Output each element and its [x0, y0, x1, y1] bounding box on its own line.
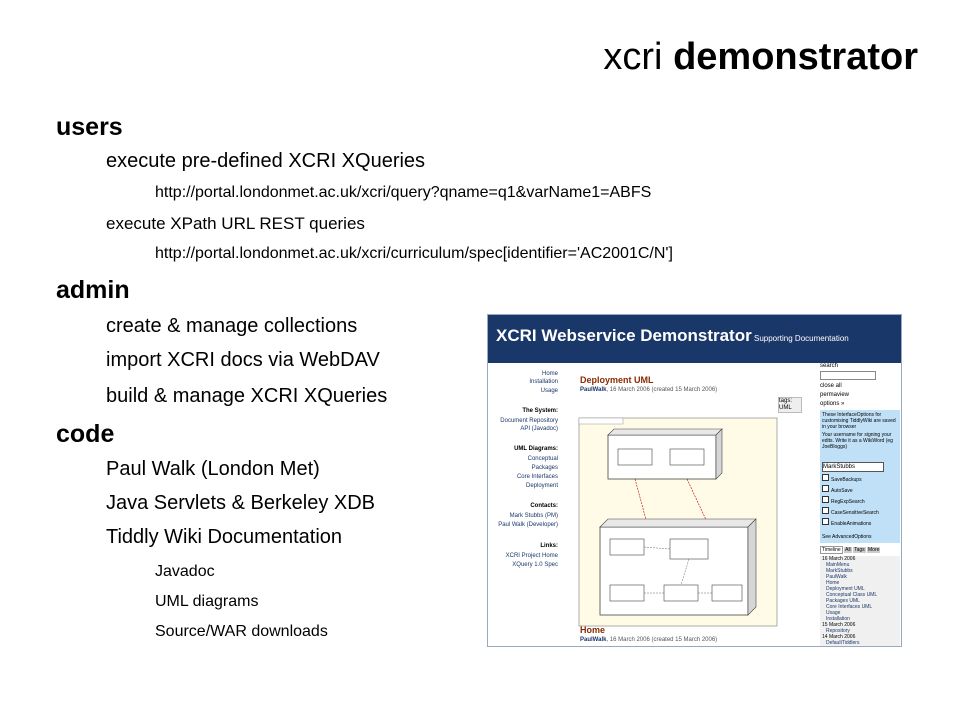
option-label: EnableAnimations: [831, 521, 872, 527]
users-xqueries-url: http://portal.londonmet.ac.uk/xcri/query…: [155, 184, 652, 201]
timeline-item[interactable]: Deployment UML: [826, 586, 865, 592]
option-row[interactable]: SaveBackups: [822, 474, 879, 485]
code-subitem-javadoc: Javadoc: [155, 563, 215, 580]
heading-code: code: [56, 420, 115, 448]
timeline-list: 16 March 2006 MainMenu MarkStubbs PaulWa…: [820, 556, 900, 646]
sidebar-tabs: Timeline All Tags More: [820, 546, 881, 554]
banner-subtitle: Supporting Documentation: [754, 334, 849, 343]
menu-link[interactable]: Deployment: [525, 483, 558, 489]
menu-link[interactable]: Installation: [529, 379, 558, 385]
admin-item: import XCRI docs via WebDAV: [106, 349, 380, 371]
admin-item: build & manage XCRI XQueries: [106, 385, 388, 407]
close-all-link[interactable]: close all: [820, 383, 842, 389]
menu-link[interactable]: Paul Walk (Developer): [498, 522, 558, 528]
tab-all[interactable]: All: [844, 547, 852, 553]
users-rest-url: http://portal.londonmet.ac.uk/xcri/curri…: [155, 245, 673, 262]
timeline-item[interactable]: DefaultTiddlers: [826, 640, 860, 646]
heading-admin: admin: [56, 276, 130, 304]
timeline-date: 14 March 2006: [822, 634, 856, 640]
permaview-link[interactable]: permaview: [820, 392, 850, 398]
option-row[interactable]: CaseSensitiveSearch: [822, 507, 879, 518]
tiddler-author[interactable]: PaulWalk: [580, 387, 607, 393]
timeline-item[interactable]: Home: [826, 580, 840, 586]
timeline-item[interactable]: Usage: [826, 610, 841, 616]
tiddler-tags: tags: UML: [778, 397, 802, 413]
code-subitem-uml: UML diagrams: [155, 593, 259, 610]
admin-item: create & manage collections: [106, 315, 358, 337]
timeline-date: 15 March 2006: [822, 622, 856, 628]
screenshot-banner: XCRI Webservice Demonstrator Supporting …: [488, 315, 901, 363]
menu-heading: The System:: [522, 408, 558, 414]
menu-link[interactable]: Core Interfaces: [516, 474, 558, 480]
deployment-uml-diagram: [578, 417, 778, 627]
menu-link[interactable]: Home: [541, 371, 558, 377]
menu-link[interactable]: Packages: [531, 465, 558, 471]
options-link[interactable]: options »: [820, 401, 845, 407]
tiddler-title: Deployment UML: [580, 375, 654, 385]
users-item-rest: execute XPath URL REST queries: [106, 214, 365, 233]
menu-heading: UML Diagrams:: [514, 446, 558, 452]
banner-title: XCRI Webservice Demonstrator: [496, 326, 752, 345]
code-subitem-source: Source/WAR downloads: [155, 623, 328, 640]
timeline-date: 16 March 2006: [822, 556, 856, 562]
slide-title: xcri demonstrator: [603, 36, 918, 79]
username-input[interactable]: MarkStubbs: [822, 462, 884, 472]
title-bold: demonstrator: [673, 36, 918, 78]
heading-users: users: [56, 113, 123, 141]
users-item-xqueries: execute pre-defined XCRI XQueries: [106, 150, 426, 172]
checkbox-icon[interactable]: [822, 485, 829, 492]
options-panel: These InterfaceOptions for customising T…: [820, 410, 900, 543]
code-item: Tiddly Wiki Documentation: [106, 526, 343, 548]
option-label: AutoSave: [831, 488, 853, 494]
screenshot-sidebar: search close all permaview options » The…: [818, 363, 901, 646]
tiddler-author[interactable]: PaulWalk: [580, 637, 607, 643]
option-label: CaseSensitiveSearch: [831, 510, 879, 516]
timeline-item[interactable]: Conceptual Class UML: [826, 592, 878, 598]
option-row[interactable]: RegExpSearch: [822, 496, 879, 507]
menu-heading: Contacts:: [530, 503, 558, 509]
advanced-options-link[interactable]: See AdvancedOptions: [822, 534, 872, 540]
screenshot-main-menu: Home Installation Usage The System: Docu…: [488, 363, 560, 646]
checkbox-icon[interactable]: [822, 518, 829, 525]
tab-more[interactable]: More: [867, 547, 881, 553]
search-input[interactable]: [820, 371, 876, 380]
option-row[interactable]: EnableAnimations: [822, 518, 879, 529]
option-row[interactable]: AutoSave: [822, 485, 879, 496]
menu-link[interactable]: Usage: [540, 388, 558, 394]
tiddler-title: Home: [580, 625, 606, 635]
checkbox-icon[interactable]: [822, 507, 829, 514]
tiddler-date: , 16 March 2006 (created 15 March 2006): [606, 637, 718, 643]
menu-link[interactable]: Document Repository: [500, 418, 558, 424]
username-help: Your username for signing your edits. Wr…: [822, 432, 893, 450]
menu-link[interactable]: Mark Stubbs (PM): [509, 513, 558, 519]
demonstrator-screenshot: XCRI Webservice Demonstrator Supporting …: [487, 314, 902, 647]
code-item: Java Servlets & Berkeley XDB: [106, 492, 375, 514]
timeline-item[interactable]: MainMenu: [826, 562, 850, 568]
tiddler-date: , 16 March 2006 (created 15 March 2006): [606, 387, 718, 393]
menu-link[interactable]: XCRI Project Home: [505, 553, 558, 559]
menu-link[interactable]: Conceptual: [527, 456, 558, 462]
screenshot-tiddler-area: Deployment UML PaulWalk, 16 March 2006 (…: [568, 367, 815, 646]
timeline-item[interactable]: MarkStubbs: [826, 568, 853, 574]
options-text: These InterfaceOptions for customising T…: [822, 412, 896, 430]
tab-timeline[interactable]: Timeline: [820, 546, 843, 554]
option-label: RegExpSearch: [831, 499, 865, 505]
timeline-item[interactable]: Packages UML: [826, 598, 860, 604]
timeline-item[interactable]: Core Interfaces UML: [826, 604, 873, 610]
title-light: xcri: [603, 36, 663, 78]
checkbox-icon[interactable]: [822, 496, 829, 503]
checkbox-icon[interactable]: [822, 474, 829, 481]
menu-link[interactable]: XQuery 1.0 Spec: [512, 562, 558, 568]
option-label: SaveBackups: [831, 477, 862, 483]
search-label: search: [820, 363, 839, 369]
timeline-item[interactable]: Repository: [826, 628, 850, 634]
menu-link[interactable]: API (Javadoc): [520, 426, 558, 432]
timeline-item[interactable]: PaulWalk: [826, 574, 847, 580]
menu-heading: Links:: [540, 543, 558, 549]
option-checkboxes: SaveBackups AutoSave RegExpSearch CaseSe…: [822, 474, 879, 529]
tab-tags[interactable]: Tags: [853, 547, 866, 553]
code-item: Paul Walk (London Met): [106, 458, 320, 480]
timeline-item[interactable]: Installation: [826, 616, 850, 622]
